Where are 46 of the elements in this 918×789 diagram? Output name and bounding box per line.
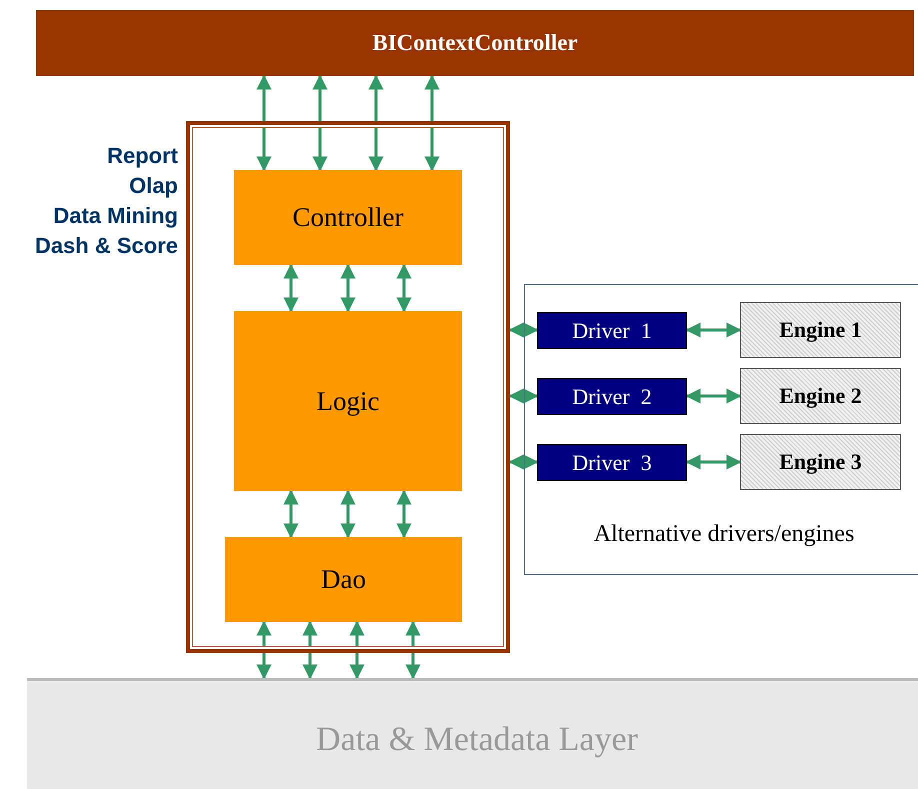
double-arrow (368, 74, 384, 172)
engine-box (740, 302, 901, 358)
driver-box (537, 312, 687, 349)
module-frame (186, 121, 510, 653)
double-arrow (256, 74, 272, 172)
layer-box (234, 170, 462, 265)
double-arrow (312, 74, 328, 172)
data-layer-band (27, 678, 918, 789)
double-arrow (686, 388, 742, 404)
double-arrow (508, 454, 538, 470)
engine-box (740, 368, 901, 424)
double-arrow (340, 490, 356, 538)
double-arrow (424, 74, 440, 172)
double-arrow (406, 620, 420, 680)
header-bar (36, 10, 914, 76)
box-label: Controller (292, 202, 404, 233)
double-arrow (396, 264, 412, 312)
double-arrow (508, 322, 538, 338)
box-label: Engine 3 (779, 449, 862, 475)
box-label: BIContextController (372, 30, 578, 56)
box-label: Driver 1 (572, 318, 652, 344)
box-label: Data & Metadata Layer (316, 721, 638, 759)
driver-box (537, 378, 687, 415)
double-arrow (284, 264, 298, 312)
double-arrow (350, 620, 364, 680)
driver-box (537, 444, 687, 481)
double-arrow (686, 322, 742, 338)
panel-caption: Alternative drivers/engines (594, 521, 854, 548)
feature-list: Report Olap Data Mining Dash & Score (34, 141, 178, 261)
box-label: Logic (316, 386, 380, 416)
double-arrow (508, 388, 538, 404)
box-label: Engine 1 (779, 317, 862, 343)
box-label: Driver 3 (572, 450, 652, 476)
box-label: Driver 2 (572, 384, 652, 410)
layer-box (225, 537, 462, 622)
double-arrow (340, 264, 356, 312)
double-arrow (302, 620, 318, 680)
double-arrow (284, 490, 298, 538)
box-label: Dao (321, 564, 366, 595)
layer-box (234, 311, 462, 491)
box-label: Engine 2 (779, 383, 862, 409)
double-arrow (256, 620, 272, 680)
double-arrow (396, 490, 412, 538)
driver-panel (524, 284, 918, 575)
double-arrow (686, 454, 742, 470)
engine-box (740, 434, 901, 490)
